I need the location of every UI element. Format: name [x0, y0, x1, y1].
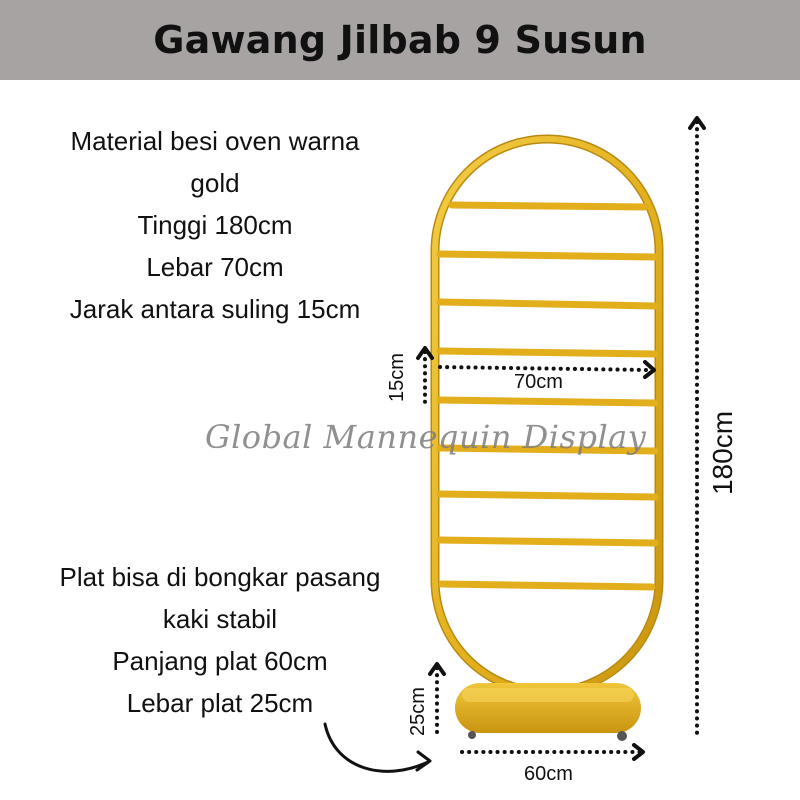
header-banner: Gawang Jilbab 9 Susun [0, 0, 800, 80]
rung [448, 201, 649, 211]
rung-gap-label: 15cm [385, 353, 408, 402]
arrowhead [643, 360, 656, 379]
rung [436, 250, 659, 261]
spec-line: Material besi oven warna [70, 126, 360, 156]
curved-arrow-path [323, 722, 430, 773]
watermark: Global Mannequin Display [205, 418, 647, 456]
frame-outline [432, 136, 662, 695]
base-wheel [617, 731, 627, 741]
base-plate [455, 683, 641, 741]
arrowhead [632, 743, 645, 761]
rung [436, 536, 659, 547]
plate-specs: Plat bisa di bongkar pasang kaki stabil … [20, 556, 420, 724]
rung [436, 396, 659, 407]
arrowhead [416, 346, 434, 360]
rack-frame [430, 134, 664, 697]
plate-width-label: 25cm [406, 687, 429, 736]
spec-line: Tinggi 180cm [137, 210, 293, 240]
arrowhead [428, 662, 446, 676]
spec-line: Panjang plat 60cm [112, 646, 328, 676]
spec-line: Plat bisa di bongkar pasang [59, 562, 381, 592]
spec-line: Lebar plat 25cm [126, 688, 314, 718]
rung [438, 580, 656, 591]
spec-line: gold [190, 168, 240, 198]
rung [436, 298, 659, 310]
arrowhead [688, 116, 706, 130]
spec-line: Jarak antara suling 15cm [69, 294, 361, 324]
height-label: 180cm [707, 410, 739, 496]
spec-line: Lebar 70cm [146, 252, 284, 282]
page-title: Gawang Jilbab 9 Susun [153, 18, 647, 62]
width-line [438, 365, 652, 372]
base-wheel [468, 731, 476, 739]
width-label: 70cm [514, 371, 563, 393]
arrowhead [415, 750, 432, 772]
material-specs: Material besi oven warna gold Tinggi 180… [30, 120, 400, 330]
rack-rungs [436, 201, 659, 591]
rung [436, 444, 659, 455]
curved-arrow-icon [323, 722, 432, 773]
plate-length-label: 60cm [524, 763, 573, 785]
dimension-lines [416, 116, 706, 761]
frame-outline-shadow [430, 134, 664, 697]
rung [436, 490, 659, 501]
spec-line: kaki stabil [162, 604, 278, 634]
rung [436, 347, 659, 358]
base-plate-highlight [462, 688, 634, 702]
